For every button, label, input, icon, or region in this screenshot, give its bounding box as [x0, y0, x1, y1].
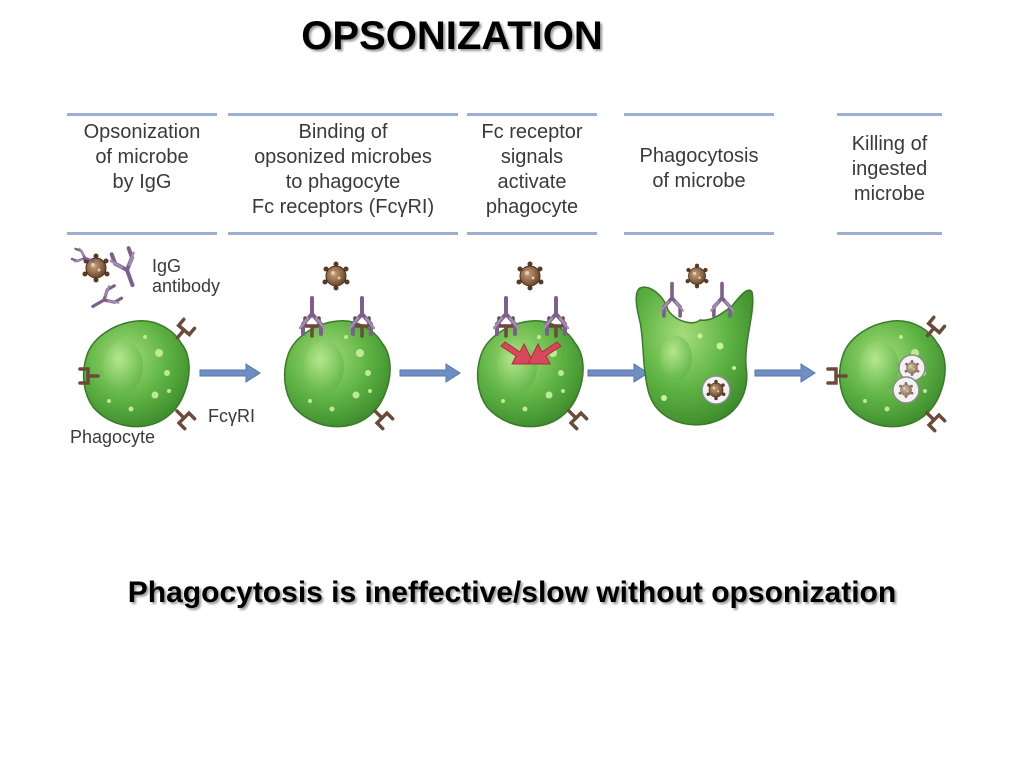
stage-header-activation: Fc receptor signals activate phagocyte	[467, 113, 597, 235]
stage3-group	[476, 261, 589, 431]
caption: Phagocytosis is ineffective/slow without…	[127, 576, 897, 609]
stage-header-binding: Binding of opsonized microbes to phagocy…	[228, 113, 458, 235]
stage-label-phagocytosis: Phagocytosis of microbe	[639, 145, 759, 192]
stage-label-binding: Binding of opsonized microbes to phagocy…	[251, 121, 435, 218]
phagocyte-icon	[635, 286, 754, 426]
microbe-icon	[322, 261, 350, 291]
stage-label-activation: Fc receptor signals activate phagocyte	[481, 121, 583, 218]
stage4-group	[635, 263, 754, 426]
stage-header-opsonization: Opsonization of microbe by IgG	[67, 113, 217, 235]
microbe-icon	[685, 263, 709, 289]
arrow-1	[199, 363, 261, 383]
phagocyte-icon	[838, 319, 946, 428]
activation-signal-icon	[500, 341, 562, 365]
stage2-group	[283, 261, 395, 431]
stage-header-phagocytosis: Phagocytosis of microbe	[624, 113, 774, 235]
arrow-3	[587, 363, 649, 383]
phagocyte-icon	[82, 319, 190, 428]
fcr-label: FcγRI	[208, 406, 255, 426]
igg-antibody-icon	[659, 281, 735, 318]
igg-antibody-icon	[70, 245, 146, 317]
stage-label-killing: Killing of ingested microbe	[851, 133, 928, 205]
igg-antibody-label: IgG antibody	[152, 256, 221, 296]
stage-label-opsonization: Opsonization of microbe by IgG	[83, 121, 201, 193]
phagocyte-label: Phagocyte	[70, 427, 156, 447]
arrow-2	[399, 363, 461, 383]
microbe-icon	[516, 261, 544, 291]
stage-header-killing: Killing of ingested microbe	[837, 113, 942, 235]
opsonization-diagram	[70, 245, 947, 433]
stage5-group	[826, 315, 947, 433]
page-title: OPSONIZATION	[301, 14, 603, 58]
arrow-4	[754, 363, 816, 383]
